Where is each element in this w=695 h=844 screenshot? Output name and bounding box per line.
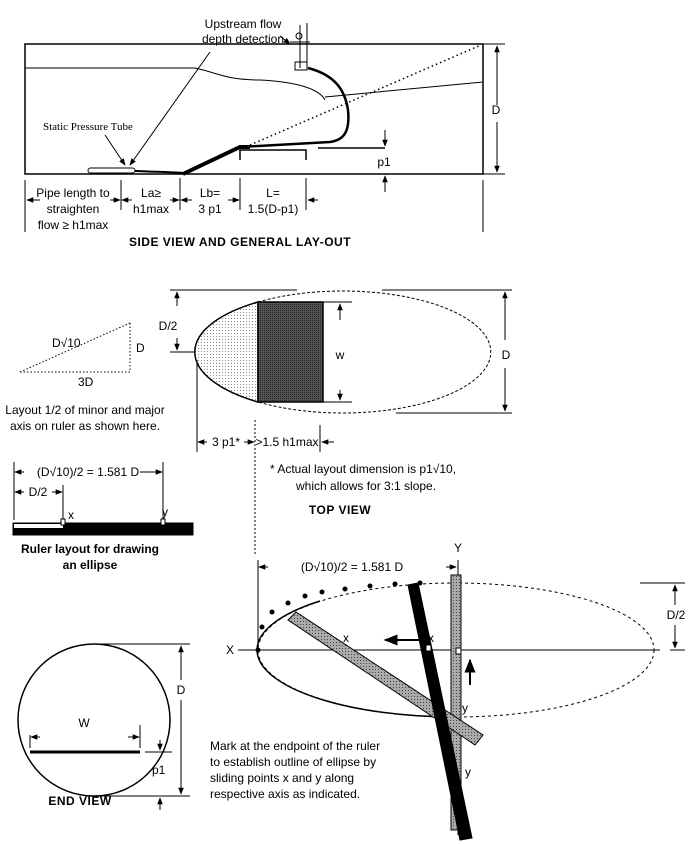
ruler-vertical-gray	[450, 574, 462, 831]
transition-area	[194, 301, 259, 403]
pipe-label-3: flow ≥ h1max	[38, 218, 109, 232]
end-view-title: END VIEW	[48, 794, 112, 808]
side-depth-label: D	[492, 103, 501, 117]
l-label-2: 1.5(D-p1)	[248, 202, 299, 216]
ellipse-outline	[257, 290, 492, 414]
ruler-long-dim: (D√10)/2 = 1.581 D	[37, 465, 140, 479]
static-tube-label: Static Pressure Tube	[43, 121, 133, 133]
ruler-y-mark: y	[162, 505, 168, 519]
upstream-label-1: Upstream flow	[205, 17, 282, 31]
triangle-side-label: D	[136, 341, 145, 355]
pipe-circle	[17, 643, 171, 797]
float-icon	[295, 32, 303, 40]
triangle-note-2: axis on ruler as shown here.	[10, 419, 160, 433]
slope-dotted-line	[249, 44, 482, 146]
end-view	[17, 643, 190, 810]
axis-x-label: X	[226, 643, 234, 657]
side-view	[24, 23, 505, 232]
ellipse-dim-label: (D√10)/2 = 1.581 D	[301, 560, 404, 574]
end-w-label: W	[78, 716, 90, 730]
ellipse-drawing	[238, 560, 685, 841]
ruler-x-mark: x	[68, 508, 74, 522]
ellipse-note-1: Mark at the endpoint of the ruler	[210, 739, 380, 753]
top-d-label: D	[502, 348, 511, 362]
end-d-label: D	[177, 683, 186, 697]
point-y-2: y	[465, 765, 471, 779]
top-3p1-dim: 3 p1*	[212, 435, 240, 449]
triangle-base-label: 3D	[78, 375, 94, 389]
ellipse-note-3: sliding points x and y along	[210, 771, 354, 785]
ruler-caption-2: an ellipse	[63, 558, 118, 572]
triangle-note-1: Layout 1/2 of minor and major	[5, 403, 164, 417]
top-note-2: which allows for 3:1 slope.	[295, 479, 436, 493]
throat-area	[257, 301, 324, 403]
l-label-1: L=	[266, 186, 280, 200]
side-p1-label: p1	[377, 155, 391, 169]
ramp	[182, 145, 250, 176]
la-label-1: La≥	[141, 186, 161, 200]
lb-label-2: 3 p1	[198, 202, 222, 216]
top-view-title: TOP VIEW	[309, 503, 371, 517]
ruler-diagonal-black	[407, 582, 473, 841]
top-note-1: * Actual layout dimension is p1√10,	[270, 462, 456, 476]
pipe-label-1: Pipe length to	[36, 186, 110, 200]
ellipse-half-d-label: D/2	[667, 608, 686, 622]
static-pressure-tube	[87, 167, 136, 174]
top-w-label: w	[335, 348, 345, 362]
ruler-layout	[12, 462, 194, 536]
lb-label-1: Lb=	[200, 186, 220, 200]
top-view	[170, 289, 512, 555]
upstream-label-2: depth detection	[202, 32, 284, 46]
stilling-well	[294, 61, 308, 71]
nappe-tube	[239, 66, 350, 149]
point-y-1: y	[462, 701, 468, 715]
channel-outline	[24, 43, 484, 175]
point-x-2: x	[428, 631, 434, 645]
top-h1-dim: >1.5 h1max	[255, 435, 318, 449]
point-x-1: x	[343, 631, 349, 645]
end-p1-label: p1	[152, 763, 166, 777]
pipe-label-2: straighten	[47, 202, 100, 216]
ruler-short-dim: D/2	[29, 485, 48, 499]
ellipse-note-4: respective axis as indicated.	[210, 787, 360, 801]
ellipse-note-2: to establish outline of ellipse by	[210, 755, 376, 769]
crest-support	[239, 149, 307, 160]
upstream-water-surface	[25, 67, 326, 101]
triangle-hyp-label: D√10	[52, 336, 81, 350]
ruler-caption-1: Ruler layout for drawing	[21, 542, 159, 556]
slope-triangle	[19, 322, 131, 373]
top-half-d-label: D/2	[159, 319, 178, 333]
side-view-title: SIDE VIEW AND GENERAL LAY-OUT	[129, 235, 351, 249]
axis-y-label: Y	[454, 541, 462, 555]
la-label-2: h1max	[133, 202, 169, 216]
downstream-water-surface	[324, 81, 484, 98]
